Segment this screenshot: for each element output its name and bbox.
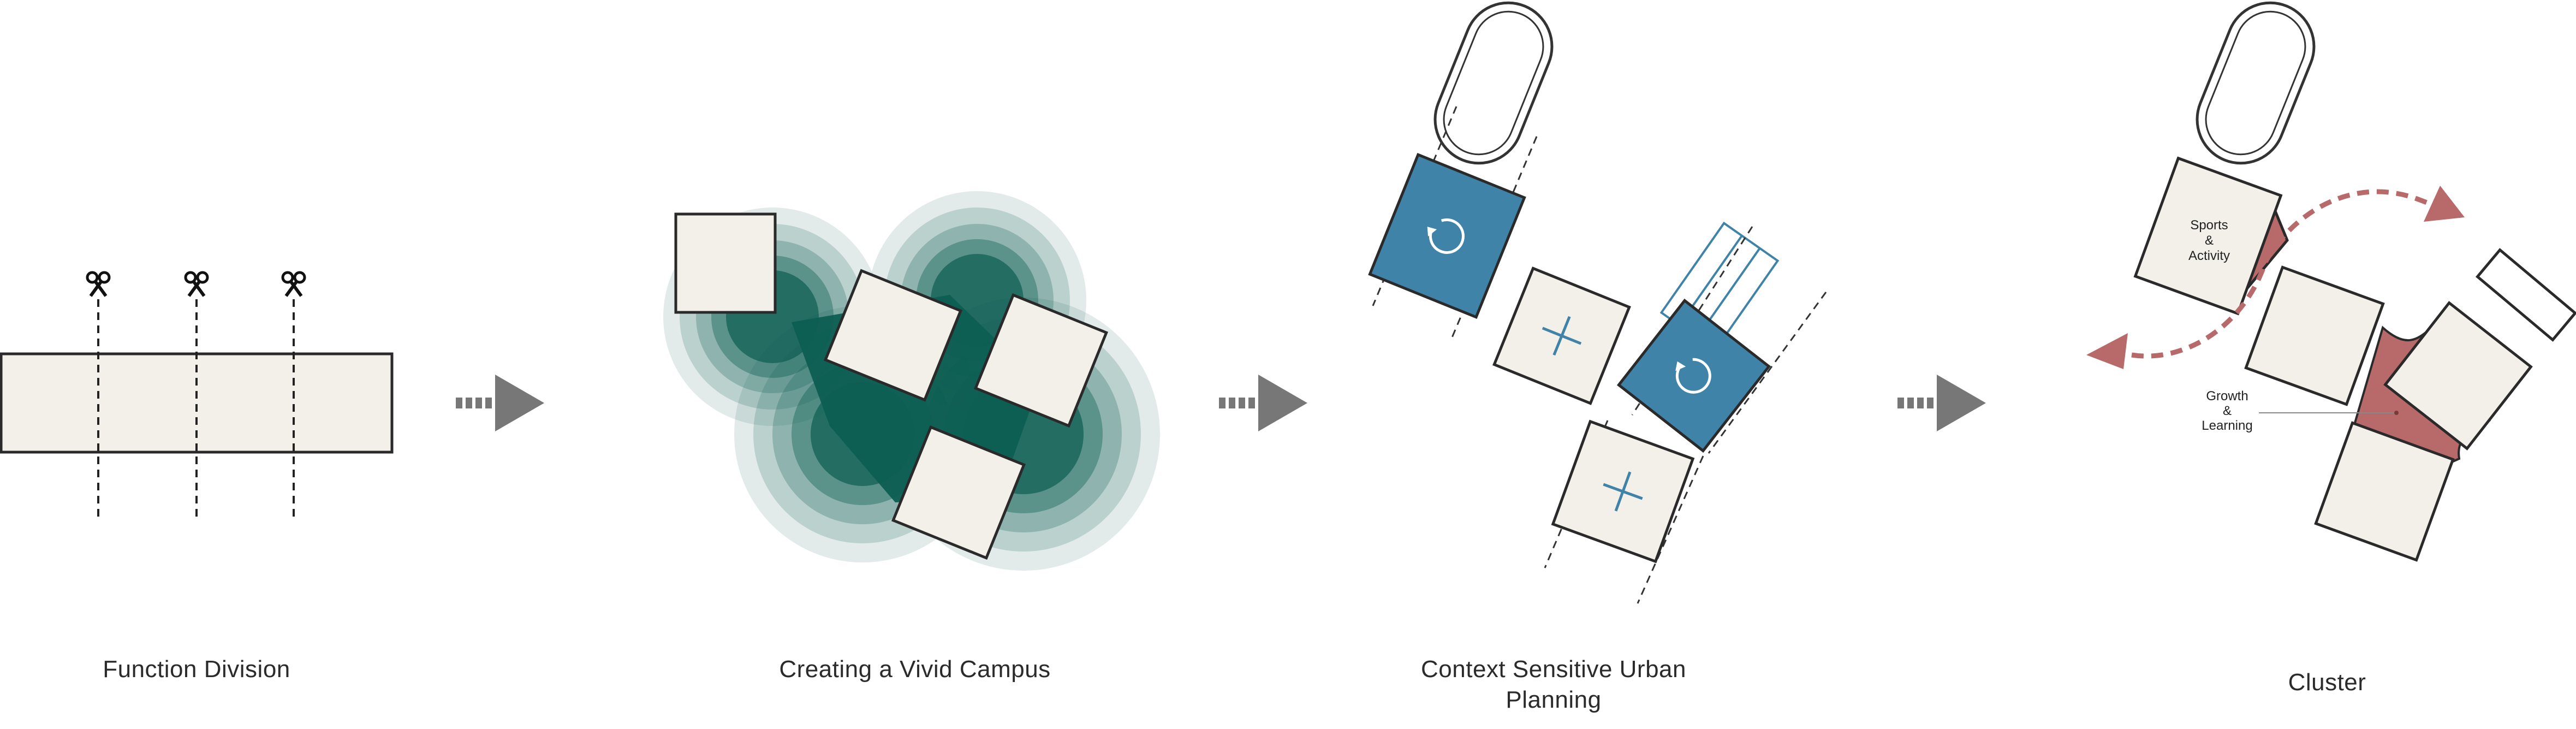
plus-block-1 xyxy=(1492,266,1631,405)
rotate-icon xyxy=(1427,218,1465,254)
sports-label-line2: & xyxy=(2205,233,2214,248)
scissors-icon xyxy=(86,271,111,297)
caption-function-division: Function Division xyxy=(103,656,290,683)
rotate-icon xyxy=(1675,358,1711,394)
campus-block-4 xyxy=(891,425,1026,560)
caption-vivid-campus: Creating a Vivid Campus xyxy=(779,656,1051,683)
arrow-head-icon xyxy=(2424,186,2465,222)
panel-urban-planning xyxy=(1368,1,1827,604)
sports-activity-block xyxy=(2133,156,2283,316)
campus-block-3 xyxy=(973,293,1109,428)
guide-line xyxy=(1708,292,1827,454)
panel-function-division xyxy=(0,271,394,521)
scissors-icon xyxy=(184,271,209,297)
scissors-icon xyxy=(281,271,306,297)
cluster-block-2 xyxy=(2383,301,2533,451)
growth-label-line2: & xyxy=(2223,404,2232,418)
running-track xyxy=(1433,1,1554,165)
campus-block-2 xyxy=(823,269,963,402)
right-arrow-icon xyxy=(1219,375,1307,431)
sports-label-line1: Sports xyxy=(2190,218,2228,233)
sports-block-blue xyxy=(1368,153,1526,319)
connection-arrow-path xyxy=(2131,189,2441,359)
cluster-block-1 xyxy=(2244,265,2385,406)
panel-cluster: Sports & Activity Growth & Learning xyxy=(2086,1,2576,562)
right-arrow-icon xyxy=(456,375,544,431)
right-arrow-icon xyxy=(1897,375,1986,431)
sports-block-blue-2 xyxy=(1616,298,1771,453)
plus-icon xyxy=(1603,471,1643,512)
arrow-head-icon xyxy=(2086,333,2128,369)
plus-icon xyxy=(1542,316,1582,356)
growth-leader-dot xyxy=(2394,411,2399,415)
field-block xyxy=(2475,248,2576,342)
caption-urban-planning: Context Sensitive Urban Planning xyxy=(1421,656,1686,713)
running-track xyxy=(2196,1,2316,165)
guide-line xyxy=(1637,455,1704,604)
sports-label-line3: Activity xyxy=(2188,248,2230,263)
growth-label-line3: Learning xyxy=(2202,418,2252,433)
growth-label-line1: Growth xyxy=(2206,389,2248,404)
caption-cluster: Cluster xyxy=(2288,669,2366,696)
campus-block-1 xyxy=(674,212,777,314)
plus-block-2 xyxy=(1551,419,1695,564)
panel-vivid-campus xyxy=(663,191,1160,571)
cluster-block-3 xyxy=(2314,421,2455,562)
